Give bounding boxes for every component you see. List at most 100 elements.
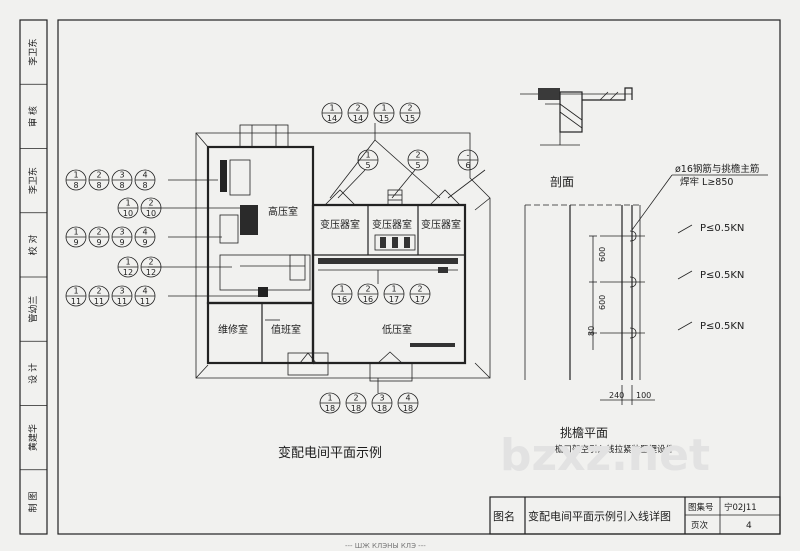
dim-600-upper: 600 [598, 247, 607, 262]
callout-marker: -6 [457, 149, 479, 171]
callout-text: 8 [73, 181, 78, 190]
callout-marker: 48 [134, 169, 156, 191]
section-note-2: 焊牢 L≥850 [680, 176, 733, 188]
callout-text: 18 [377, 404, 387, 413]
room-duty: 值班室 [271, 323, 301, 336]
callout-text: 2 [355, 104, 360, 113]
section-note-leader [631, 174, 673, 231]
callout-text: 6 [465, 161, 470, 170]
room-transformer-3: 变压器室 [421, 218, 461, 231]
callout-marker: 25 [407, 149, 429, 171]
callout-text: 18 [403, 404, 413, 413]
callout-marker: 39 [111, 226, 133, 248]
callout-text: 4 [142, 287, 147, 296]
callout-text: 2 [96, 228, 101, 237]
signature-cell: 李卫东 [27, 167, 39, 194]
callout-text: 1 [73, 171, 78, 180]
room-low-voltage: 低压室 [382, 323, 412, 336]
callout-text: 1 [125, 199, 130, 208]
callout-text: 12 [123, 268, 133, 277]
room-transformer-2: 变压器室 [372, 218, 412, 231]
callout-marker: 218 [345, 392, 367, 414]
callout-text: 1 [339, 285, 344, 294]
callout-text: 11 [94, 297, 104, 306]
callout-text: 2 [365, 285, 370, 294]
floor-plan [195, 124, 491, 382]
signature-cell: 管幼兰 [27, 296, 39, 323]
callout-marker: 112 [117, 256, 139, 278]
callout-text: 2 [407, 104, 412, 113]
callout-marker: 29 [88, 226, 110, 248]
callout-text: 9 [119, 238, 124, 247]
eave-plan-subtitle: 檐口架空引入线拉紧装置埋设件 [555, 444, 675, 455]
drawing-name: 变配电间平面示例引入线详图 [528, 509, 671, 523]
signature-cell: 设 计 [27, 363, 39, 384]
callout-marker: 111 [65, 285, 87, 307]
callout-text: 17 [415, 295, 425, 304]
callout-text: 11 [140, 297, 150, 306]
callout-marker: 15 [357, 149, 379, 171]
callout-marker: 214 [347, 102, 369, 124]
load-label-1: P≤0.5KN [700, 223, 744, 234]
callout-marker: 19 [65, 226, 87, 248]
callout-marker: 216 [357, 283, 379, 305]
dim-80: 80 [587, 326, 596, 336]
callout-text: 2 [96, 171, 101, 180]
section-title: 剖面 [550, 175, 574, 189]
callout-text: 14 [353, 114, 363, 123]
callout-text: 1 [73, 228, 78, 237]
callout-text: 1 [73, 287, 78, 296]
atlas-label: 图集号 [688, 502, 714, 513]
callout-marker: 116 [331, 283, 353, 305]
dim-100: 100 [636, 391, 651, 400]
callout-marker: 411 [134, 285, 156, 307]
callout-marker: 49 [134, 226, 156, 248]
callout-text: 15 [379, 114, 389, 123]
callout-text: 17 [389, 295, 399, 304]
callout-marker: 115 [373, 102, 395, 124]
title-block-label: 图名 [493, 509, 515, 523]
callout-text: 2 [148, 199, 153, 208]
callout-text: 1 [365, 151, 370, 160]
signature-cell: 审 核 [27, 106, 39, 127]
callout-text: 8 [142, 181, 147, 190]
callout-text: 2 [417, 285, 422, 294]
callout-text: 2 [96, 287, 101, 296]
callout-text: 3 [119, 287, 124, 296]
callout-text: 4 [142, 228, 147, 237]
callout-text: 9 [96, 238, 101, 247]
callout-text: 2 [148, 258, 153, 267]
callout-text: 18 [325, 404, 335, 413]
callout-text: 1 [381, 104, 386, 113]
signature-cell: 制 图 [27, 491, 39, 512]
dim-240: 240 [609, 391, 624, 400]
callout-text: 2 [353, 394, 358, 403]
callout-marker: 215 [399, 102, 421, 124]
callout-marker: 114 [321, 102, 343, 124]
callout-marker: 311 [111, 285, 133, 307]
callout-text: 16 [363, 295, 373, 304]
eave-plan-labels: P≤0.5KN P≤0.5KN P≤0.5KN [700, 223, 744, 332]
signature-cell: 校 对 [27, 234, 39, 255]
callout-text: 3 [119, 171, 124, 180]
callout-text: 9 [142, 238, 147, 247]
callout-marker: 118 [319, 392, 341, 414]
callout-marker: 211 [88, 285, 110, 307]
footer-text: --- ШЖ КЛЭНЫ КЛЭ --- [345, 542, 426, 550]
callout-text: 8 [96, 181, 101, 190]
callout-text: 4 [142, 171, 147, 180]
callout-text: 5 [365, 161, 370, 170]
callout-text: 1 [125, 258, 130, 267]
signature-cell: 黄建华 [27, 424, 39, 451]
callout-text: 18 [351, 404, 361, 413]
atlas-number: 宁02J11 [724, 502, 757, 513]
callout-text: 11 [71, 297, 81, 306]
callout-text: 3 [119, 228, 124, 237]
callout-text: 3 [379, 394, 384, 403]
callout-text: 1 [391, 285, 396, 294]
plan-title: 变配电间平面示例 [278, 445, 382, 461]
signature-cell: 李卫东 [27, 39, 39, 66]
callout-text: 1 [327, 394, 332, 403]
callout-text: 8 [119, 181, 124, 190]
